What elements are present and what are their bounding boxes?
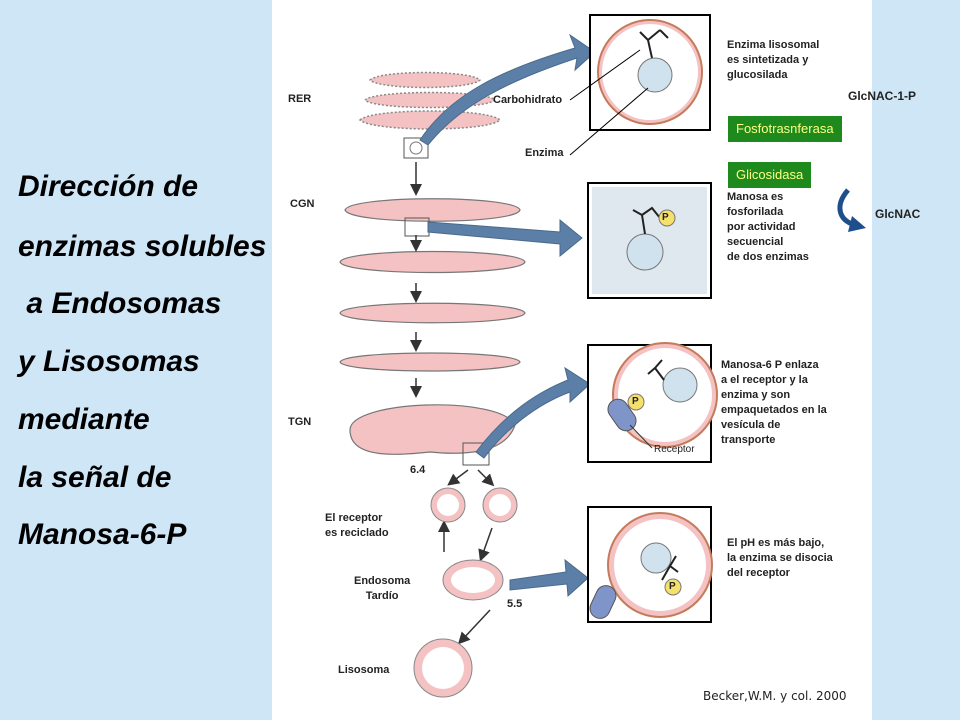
phosphate-label-panel-2: P bbox=[662, 212, 669, 223]
enzyme-label: Enzima bbox=[525, 147, 564, 159]
step1-description: Enzima lisosomal es sintetizada y glucos… bbox=[727, 39, 820, 81]
detail-panel-4 bbox=[587, 506, 713, 623]
golgi-stack bbox=[339, 198, 526, 455]
cgn-label: CGN bbox=[290, 198, 315, 210]
flow-arrows bbox=[410, 162, 495, 645]
phosphate-label-panel-3: P bbox=[632, 396, 639, 407]
rer-label: RER bbox=[288, 93, 312, 105]
step3-description: Manosa-6 P enlaza a el receptor y la enz… bbox=[721, 359, 827, 446]
title-line-2: enzimas solubles bbox=[18, 230, 267, 263]
lysosome-lumen bbox=[422, 647, 464, 689]
recycling-vesicle-lumen bbox=[437, 494, 459, 516]
transport-vesicle-lumen bbox=[489, 494, 511, 516]
rer-cisternae bbox=[358, 71, 502, 130]
title-line-4: y Lisosomas bbox=[18, 345, 200, 378]
left-panel: Dirección de enzimas solubles a Endosoma… bbox=[0, 0, 272, 720]
curved-arrow-head bbox=[848, 216, 866, 232]
step2-description: Manosa es fosforilada por actividad secu… bbox=[727, 191, 809, 263]
receptor-label: Receptor bbox=[654, 444, 695, 455]
detail-panel-1 bbox=[589, 14, 711, 131]
rer-budding-vesicle bbox=[403, 137, 429, 159]
receptor-recycled-label: El receptor es reciclado bbox=[325, 512, 389, 539]
tgn-vesicle-box bbox=[462, 442, 490, 466]
phosphate-label-panel-4: P bbox=[669, 581, 676, 592]
step4-description: El pH es más bajo, la enzima se disocia … bbox=[727, 537, 833, 579]
lysosome-label: Lisosoma bbox=[338, 664, 390, 676]
title-line-5: mediante bbox=[18, 403, 150, 436]
glcnac-label: GlcNAC bbox=[875, 207, 921, 221]
rer-vesicle bbox=[409, 141, 423, 155]
panel-pointer-arrows bbox=[419, 33, 596, 598]
title-line-1: Dirección de bbox=[18, 170, 199, 203]
ph-6-4-label: 6.4 bbox=[410, 464, 426, 476]
glcnac-1-p-label: GlcNAC-1-P bbox=[848, 89, 917, 103]
citation: Becker,W.M. y col. 2000 bbox=[703, 689, 847, 703]
enzyme-leader-line bbox=[569, 87, 649, 156]
detail-panel-2 bbox=[587, 182, 712, 299]
late-endosome-lumen bbox=[451, 567, 495, 593]
detail-panel-3 bbox=[587, 342, 718, 463]
carbohydrate-label: Carbohidrato bbox=[493, 94, 563, 106]
fosfotransferasa-tag: Fosfotrasnferasa bbox=[728, 116, 842, 142]
ph-5-5-label: 5.5 bbox=[507, 598, 523, 610]
title-line-6: la señal de bbox=[18, 461, 172, 494]
right-strip bbox=[872, 0, 960, 720]
carbohydrate-leader-line bbox=[569, 49, 641, 101]
glicosidasa-tag: Glicosidasa bbox=[728, 162, 812, 188]
late-endosome-label: Endosoma Tardío bbox=[354, 575, 411, 602]
title-line-7: Manosa-6-P bbox=[18, 518, 187, 551]
tgn-label: TGN bbox=[288, 416, 312, 428]
title-line-3: a Endosomas bbox=[18, 287, 222, 320]
